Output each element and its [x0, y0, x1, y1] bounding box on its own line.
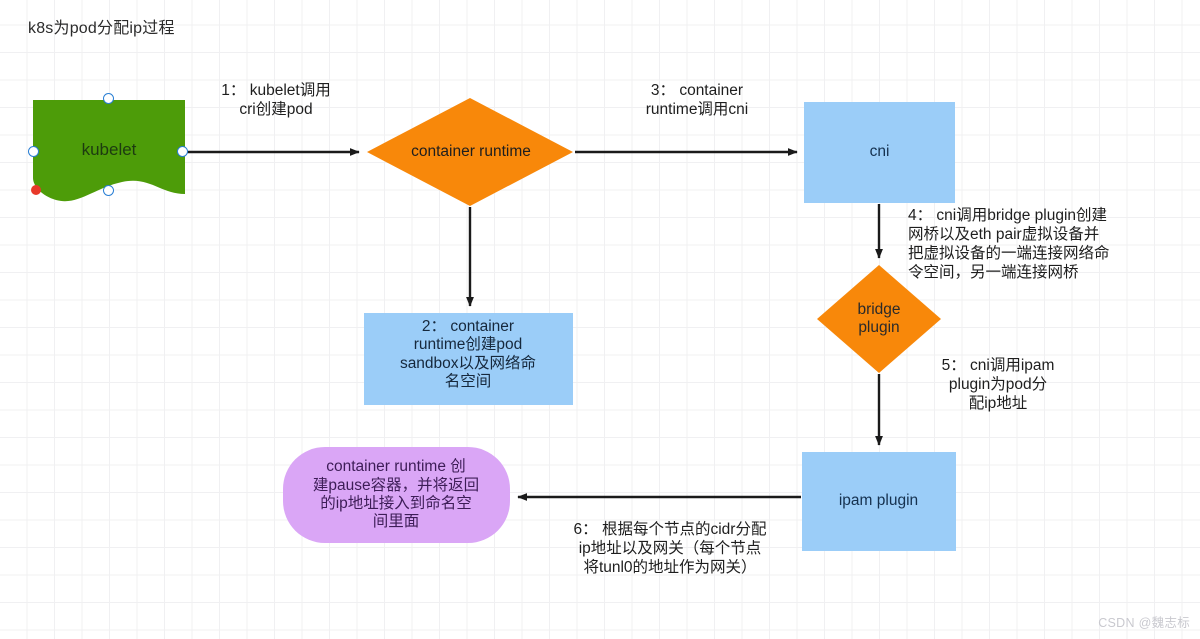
node-bridge-plugin-shape[interactable]	[817, 265, 941, 373]
node-ipam-plugin-shape[interactable]	[802, 452, 956, 551]
selection-handle-bottom[interactable]	[103, 185, 114, 196]
node-pause-container-shape[interactable]	[283, 447, 510, 543]
selection-handle-left[interactable]	[28, 146, 39, 157]
page-title: k8s为pod分配ip过程	[28, 20, 175, 37]
node-step2-box-shape[interactable]	[364, 313, 573, 405]
selection-handle-top[interactable]	[103, 93, 114, 104]
selection-handle-rotate[interactable]	[31, 185, 41, 195]
node-cni-shape[interactable]	[804, 102, 955, 203]
selection-handle-right[interactable]	[177, 146, 188, 157]
node-kubelet-shape[interactable]	[33, 100, 185, 202]
watermark: CSDN @魏志标	[1098, 616, 1190, 630]
node-container-runtime-shape[interactable]	[367, 98, 573, 206]
